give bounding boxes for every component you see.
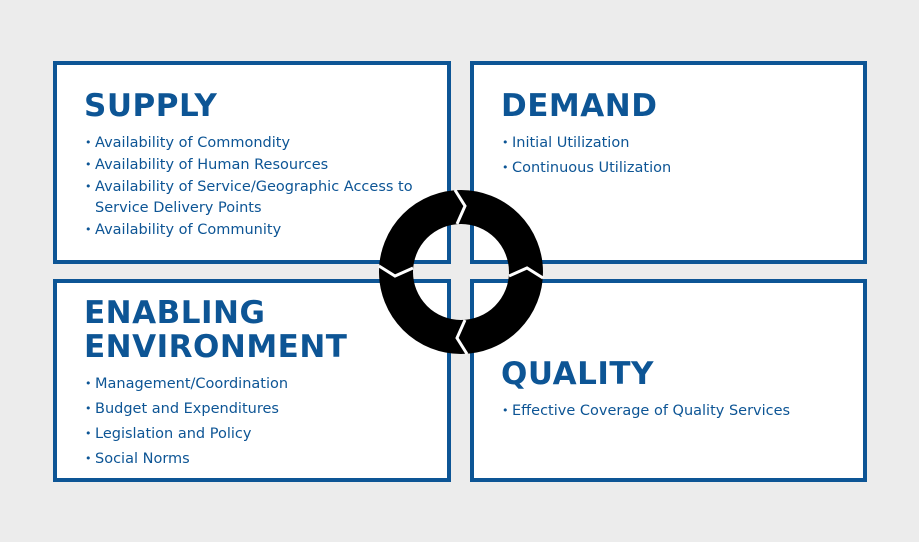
cycle-arrows-icon xyxy=(378,189,544,355)
list-item: Effective Coverage of Quality Services xyxy=(502,400,790,422)
demand-box: DEMAND Initial Utilization Continuous Ut… xyxy=(470,61,867,264)
supply-title: SUPPLY xyxy=(84,88,218,124)
quality-box: QUALITY Effective Coverage of Quality Se… xyxy=(470,279,867,482)
enabling-environment-box: ENABLING ENVIRONMENT Management/Coordina… xyxy=(53,279,451,482)
list-item: Availability of Service/Geographic Acces… xyxy=(85,176,425,219)
demand-title: DEMAND xyxy=(501,88,658,124)
list-item: Availability of Human Resources xyxy=(85,154,425,176)
list-item: Budget and Expenditures xyxy=(85,398,288,420)
demand-list: Initial Utilization Continuous Utilizati… xyxy=(502,132,671,182)
list-item: Legislation and Policy xyxy=(85,423,288,445)
list-item: Availability of Commondity xyxy=(85,132,425,154)
list-item: Continuous Utilization xyxy=(502,157,671,179)
quality-list: Effective Coverage of Quality Services xyxy=(502,400,790,425)
list-item: Availability of Community xyxy=(85,219,425,241)
list-item: Social Norms xyxy=(85,448,288,470)
quality-title: QUALITY xyxy=(501,356,654,392)
enabling-environment-list: Management/Coordination Budget and Expen… xyxy=(85,373,288,473)
enabling-environment-title: ENABLING ENVIRONMENT xyxy=(84,295,348,365)
supply-list: Availability of Commondity Availability … xyxy=(85,132,425,241)
list-item: Management/Coordination xyxy=(85,373,288,395)
list-item: Initial Utilization xyxy=(502,132,671,154)
supply-box: SUPPLY Availability of Commondity Availa… xyxy=(53,61,451,264)
